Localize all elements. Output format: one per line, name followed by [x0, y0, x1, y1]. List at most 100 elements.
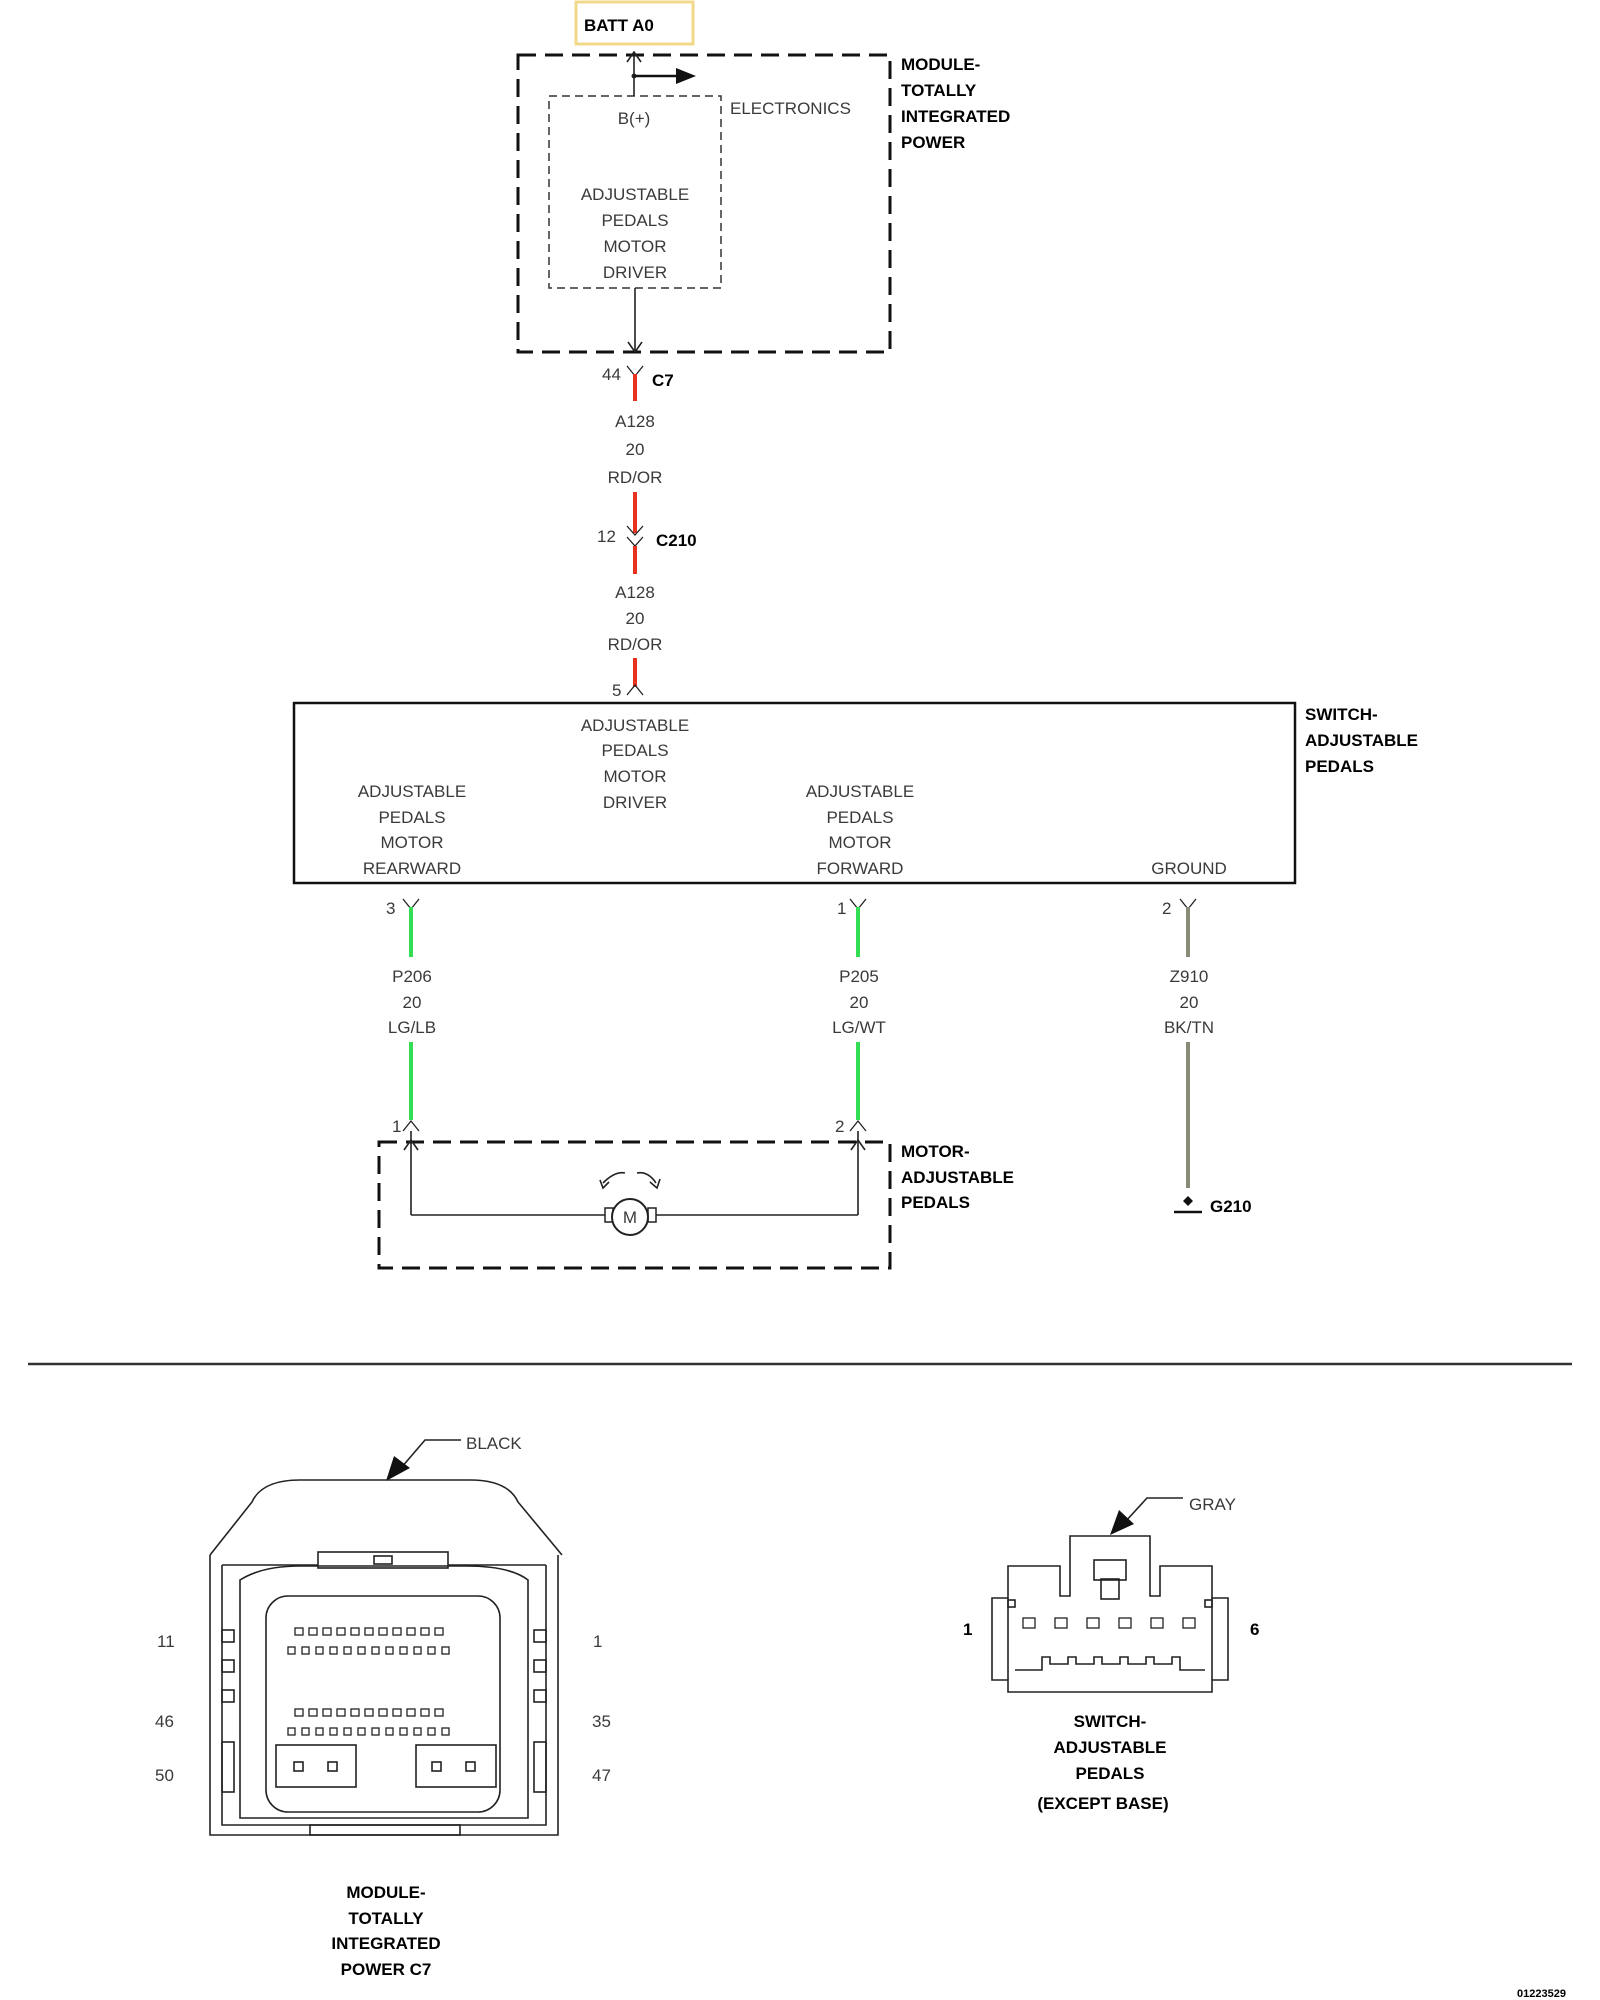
- wire-z910[interactable]: 2 Z910 20 BK/TN: [1162, 898, 1214, 1188]
- switch-input-terminal: [626, 683, 644, 696]
- sw-rear-3: MOTOR: [381, 833, 444, 852]
- c7-cavity: [287, 1646, 296, 1655]
- c7-cavity: [364, 1708, 374, 1717]
- driver-line-2: PEDALS: [601, 211, 668, 230]
- p206-circuit: P206: [392, 967, 432, 986]
- sw-driver-1: ADJUSTABLE: [581, 716, 689, 735]
- module-name-line-1: MODULE-: [901, 55, 980, 74]
- sw-driver-3: MOTOR: [604, 767, 667, 786]
- c7-cavity: [343, 1727, 352, 1736]
- c7-cavity: [378, 1627, 388, 1636]
- c7-cavity: [434, 1708, 444, 1717]
- switch-cavity: [1022, 1617, 1036, 1629]
- motor-name-2: ADJUSTABLE: [901, 1168, 1014, 1187]
- c7-cavity: [322, 1708, 332, 1717]
- p206-switch-pin: 3: [386, 899, 395, 918]
- switch-cavity: [1150, 1617, 1164, 1629]
- c7-cavity: [357, 1727, 366, 1736]
- switch-cavity: [1118, 1617, 1132, 1629]
- c210-name: C210: [656, 531, 697, 550]
- c7-pin: 44: [602, 365, 621, 384]
- sw-caption-4: (EXCEPT BASE): [1037, 1794, 1168, 1813]
- c7-connector-view[interactable]: BLACK 11 1 46 35 50 47: [155, 1434, 611, 1836]
- c7-cavity: [329, 1727, 338, 1736]
- sw-driver-4: DRIVER: [603, 793, 667, 812]
- c7-cavity: [385, 1646, 394, 1655]
- a128-upper-color: RD/OR: [608, 468, 663, 487]
- z910-gauge: 20: [1180, 993, 1199, 1012]
- c7-cavity: [308, 1627, 318, 1636]
- z910-color: BK/TN: [1164, 1018, 1214, 1037]
- c7-cavity: [357, 1646, 366, 1655]
- connector-c7[interactable]: 44 C7: [602, 365, 674, 390]
- c7-cavity: [441, 1646, 450, 1655]
- driver-line-1: ADJUSTABLE: [581, 185, 689, 204]
- c7-cavity: [427, 1646, 436, 1655]
- module-tip: ELECTRONICS B(+) ADJUSTABLE PEDALS MOTOR…: [516, 50, 1010, 354]
- module-tip-name: MODULE- TOTALLY INTEGRATED POWER: [901, 55, 1010, 152]
- g210-label: G210: [1210, 1197, 1252, 1216]
- c7-cavity: [378, 1708, 388, 1717]
- p206-gauge: 20: [403, 993, 422, 1012]
- c7-pin-47: 47: [592, 1766, 611, 1785]
- c7-cavity: [413, 1727, 422, 1736]
- switch-cavity: [1054, 1617, 1068, 1629]
- c7-cavity-pins: [287, 1627, 450, 1736]
- c7-cavity: [294, 1627, 304, 1636]
- c7-pin-46: 46: [155, 1712, 174, 1731]
- c7-view-color-label: BLACK: [466, 1434, 522, 1453]
- b-plus-label: B(+): [618, 109, 651, 128]
- c7-cavity: [287, 1727, 296, 1736]
- switch-view-color-label: GRAY: [1189, 1495, 1236, 1514]
- switch-arrow-icon: [676, 68, 696, 84]
- z910-switch-pin: 2: [1162, 899, 1171, 918]
- batt-a0-label: BATT A0: [584, 16, 654, 35]
- batt-a0-box[interactable]: BATT A0: [574, 0, 695, 46]
- electronics-label: ELECTRONICS: [730, 99, 851, 118]
- sw-fwd-1: ADJUSTABLE: [806, 782, 914, 801]
- c7-view-pointer-icon: [386, 1456, 410, 1481]
- switch-cavity-pins: [1022, 1617, 1196, 1629]
- sw-ground-label: GROUND: [1151, 859, 1227, 878]
- c7-cavity: [308, 1708, 318, 1717]
- p205-color: LG/WT: [832, 1018, 886, 1037]
- wire-p205[interactable]: 1 P205 20 LG/WT 2: [832, 898, 886, 1136]
- c7-caption-1: MODULE-: [346, 1883, 425, 1902]
- c7-caption-3: INTEGRATED: [331, 1934, 440, 1953]
- connector-c210[interactable]: 12 C210: [597, 525, 697, 550]
- motor-adjustable-pedals[interactable]: M: [377, 1131, 892, 1270]
- c7-pin-1: 1: [593, 1632, 602, 1651]
- c7-cavity: [329, 1646, 338, 1655]
- sw-fwd-2: PEDALS: [826, 808, 893, 827]
- switch-input-pin: 5: [612, 681, 621, 700]
- a128-upper-circuit: A128: [615, 412, 655, 431]
- switch-adjustable-pedals[interactable]: ADJUSTABLE PEDALS MOTOR DRIVER ADJUSTABL…: [292, 701, 1297, 885]
- c7-cavity: [294, 1708, 304, 1717]
- sw-rear-2: PEDALS: [378, 808, 445, 827]
- p206-motor-pin: 1: [392, 1117, 401, 1136]
- switch-connector-view[interactable]: GRAY 1 6: [963, 1495, 1259, 1693]
- c7-cavity: [392, 1627, 402, 1636]
- p205-circuit: P205: [839, 967, 879, 986]
- c7-name: C7: [652, 371, 674, 390]
- a128-lower-gauge: 20: [626, 609, 645, 628]
- c7-cavity: [336, 1627, 346, 1636]
- sw-caption-2: ADJUSTABLE: [1053, 1738, 1166, 1757]
- module-name-line-3: INTEGRATED: [901, 107, 1010, 126]
- c7-cavity: [392, 1708, 402, 1717]
- figure-id: 01223529: [1517, 1988, 1566, 2000]
- c7-caption-2: TOTALLY: [348, 1909, 424, 1928]
- motor-name-3: PEDALS: [901, 1193, 970, 1212]
- sw-caption-1: SWITCH-: [1074, 1712, 1147, 1731]
- p206-color: LG/LB: [388, 1018, 436, 1037]
- ground-g210[interactable]: G210: [1174, 1196, 1252, 1216]
- module-name-line-4: POWER: [901, 133, 965, 152]
- switch-view-pin-6: 6: [1250, 1620, 1259, 1639]
- p205-switch-pin: 1: [837, 899, 846, 918]
- wire-p206[interactable]: 3 P206 20 LG/LB 1: [386, 898, 436, 1136]
- sw-fwd-3: MOTOR: [829, 833, 892, 852]
- a128-lower-circuit: A128: [615, 583, 655, 602]
- driver-line-3: MOTOR: [604, 237, 667, 256]
- c7-cavity: [301, 1646, 310, 1655]
